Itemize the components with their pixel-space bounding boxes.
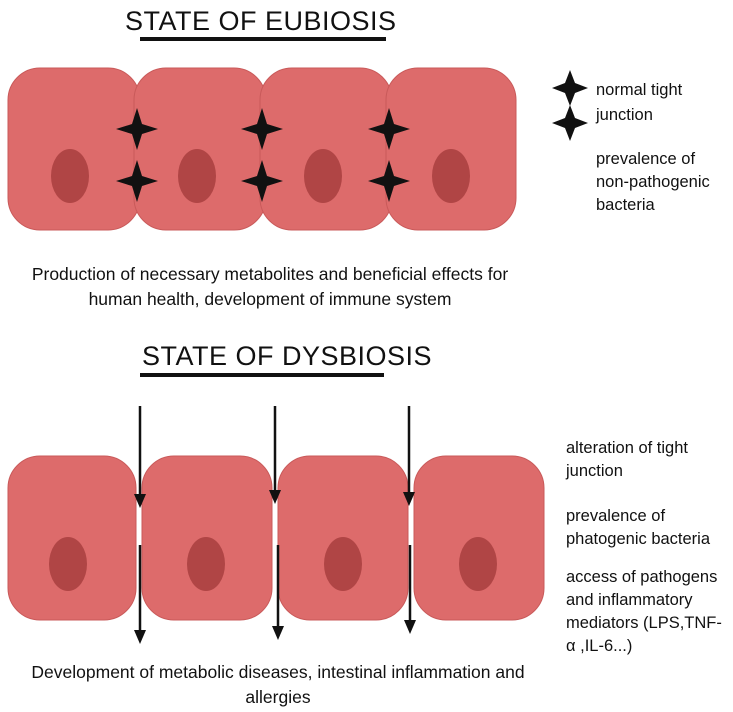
dysbiosis-title-underline: [140, 373, 384, 377]
eubiosis-nucleus-2: [178, 149, 216, 203]
dysbiosis-caption-line2: allergies: [245, 687, 311, 707]
eubiosis-nucleus-3: [304, 149, 342, 203]
dysbiosis-nucleus-2: [187, 537, 225, 591]
legend-tight-junction-line1: normal tight: [596, 81, 683, 99]
eubiosis-epithelium: [7, 67, 517, 231]
arrow-head-icon: [272, 626, 284, 640]
eubiosis-caption-line1: Production of necessary metabolites and …: [31, 264, 509, 284]
legend-star-icon: [552, 105, 588, 141]
note-altered-tight-junction: alteration of tight junction: [566, 439, 688, 480]
legend-star-icon: [552, 70, 588, 106]
tight-junction-star-icon: [368, 160, 410, 202]
note-pathogen-access: access of pathogens and inflammatory med…: [566, 568, 722, 655]
arrow-head-icon: [403, 492, 415, 506]
arrow-head-icon: [134, 494, 146, 508]
dysbiosis-nucleus-3: [324, 537, 362, 591]
tight-junction-star-icon: [241, 108, 283, 150]
pathogen-access-arrows: [134, 406, 416, 644]
legend-tight-junction-line2: junction: [596, 106, 653, 124]
arrow-head-icon: [269, 490, 281, 504]
arrow-head-icon: [134, 630, 146, 644]
eubiosis-title-underline: [140, 37, 386, 41]
tight-junction-star-icon: [116, 160, 158, 202]
legend-non-pathogenic-bacteria: prevalence of non-pathogenic bacteria: [596, 150, 710, 214]
note-pathogenic-bacteria: prevalence of phatogenic bacteria: [566, 507, 711, 548]
tight-junction-star-icon: [241, 160, 283, 202]
eubiosis-cell-3: [259, 67, 393, 231]
tight-junction-star-icon: [368, 108, 410, 150]
arrow-head-icon: [404, 620, 416, 634]
eubiosis-caption: Production of necessary metabolites and …: [0, 262, 540, 312]
tight-junction-star-icon: [116, 108, 158, 150]
eubiosis-cell-1: [7, 67, 141, 231]
dysbiosis-nucleus-4: [459, 537, 497, 591]
dysbiosis-nucleus-1: [49, 537, 87, 591]
dysbiosis-caption-line1: Development of metabolic diseases, intes…: [31, 662, 525, 682]
dysbiosis-caption: Development of metabolic diseases, intes…: [0, 660, 556, 710]
eubiosis-nucleus-1: [51, 149, 89, 203]
dysbiosis-title: STATE OF DYSBIOSIS: [142, 341, 433, 371]
eubiosis-title: STATE OF EUBIOSIS: [125, 6, 397, 36]
dysbiosis-epithelium: [7, 455, 545, 621]
eubiosis-nucleus-4: [432, 149, 470, 203]
eubiosis-cell-2: [133, 67, 267, 231]
eubiosis-caption-line2: human health, development of immune syst…: [88, 289, 452, 309]
